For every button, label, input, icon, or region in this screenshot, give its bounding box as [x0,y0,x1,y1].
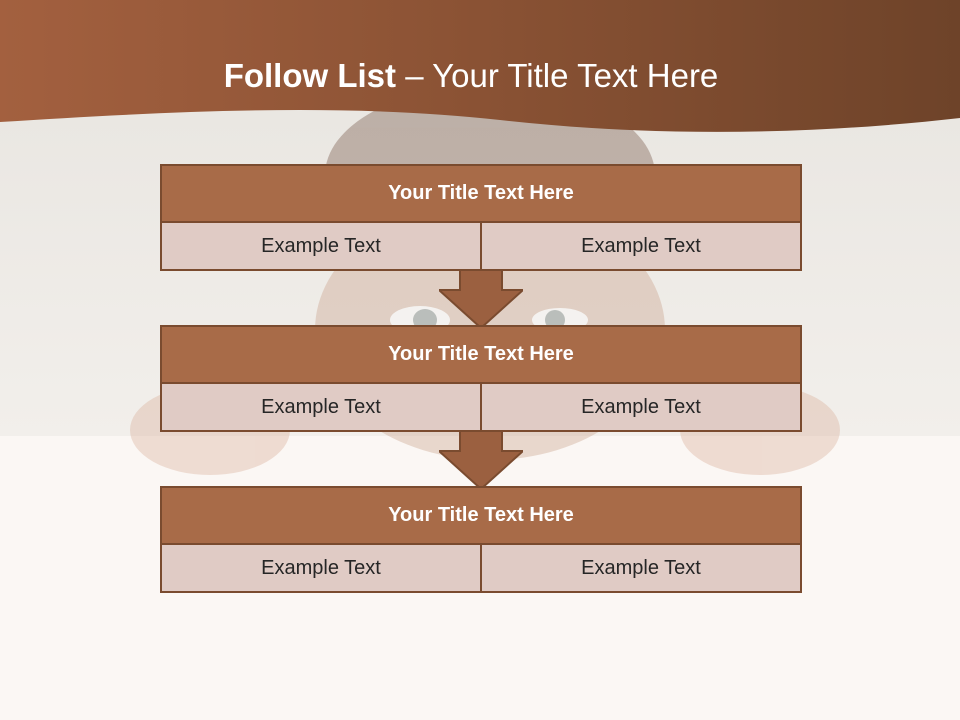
block-heading: Your Title Text Here [162,327,800,384]
block-heading: Your Title Text Here [162,488,800,545]
list-block-2: Your Title Text Here Example Text Exampl… [160,325,802,432]
down-arrow-icon [439,431,523,489]
slide-title-rest: – Your Title Text Here [396,57,719,94]
slide-title-bold: Follow List [223,57,397,94]
block-row: Example Text Example Text [162,223,800,269]
block-heading: Your Title Text Here [162,166,800,223]
slide-title: Follow List – Your Title Text Here [0,54,942,98]
block-cell-right: Example Text [480,223,800,269]
list-block-1: Your Title Text Here Example Text Exampl… [160,164,802,271]
block-cell-left: Example Text [162,384,480,430]
down-arrow-icon [439,270,523,328]
title-banner [0,0,960,132]
block-row: Example Text Example Text [162,384,800,430]
list-block-3: Your Title Text Here Example Text Exampl… [160,486,802,593]
block-cell-left: Example Text [162,223,480,269]
block-cell-right: Example Text [480,545,800,591]
block-row: Example Text Example Text [162,545,800,591]
block-cell-right: Example Text [480,384,800,430]
block-cell-left: Example Text [162,545,480,591]
